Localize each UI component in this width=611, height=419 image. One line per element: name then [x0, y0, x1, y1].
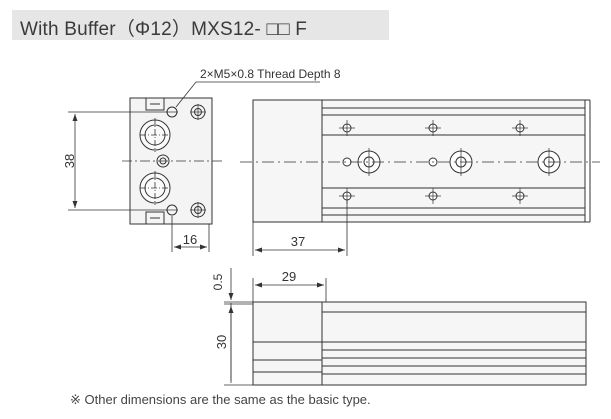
title-bar: With Buffer（Φ12）MXS12- □□ F: [12, 10, 389, 40]
title-boxes: □□: [266, 19, 290, 40]
dim-16: [171, 216, 210, 252]
title-suffix: F: [295, 19, 308, 40]
thread-callout-leader: [175, 81, 320, 108]
dim-30-label: 30: [214, 335, 229, 349]
side-view: [252, 301, 587, 386]
dim-37-label: 37: [291, 234, 305, 249]
title-model: MXS12-: [191, 19, 261, 40]
footnote: ※ Other dimensions are the same as the b…: [70, 392, 371, 407]
top-view-crosshairs: [339, 120, 550, 204]
top-view: [252, 99, 591, 223]
dim-38-label: 38: [62, 154, 77, 168]
thread-callout-label: 2×M5×0.8 Thread Depth 8: [200, 67, 341, 81]
dim-38: [68, 111, 168, 211]
page-title: With Buffer（Φ12）MXS12- □□ F: [20, 14, 307, 41]
dim-0-5-label: 0.5: [211, 273, 225, 290]
title-paren: （Φ12）: [115, 19, 192, 40]
title-prefix: With Buffer: [20, 19, 116, 40]
dim-29: [252, 278, 327, 302]
dim-16-label: 16: [183, 232, 197, 247]
dim-vertical-side: [224, 268, 253, 386]
dim-37: [252, 200, 348, 256]
dim-29-label: 29: [282, 269, 296, 284]
